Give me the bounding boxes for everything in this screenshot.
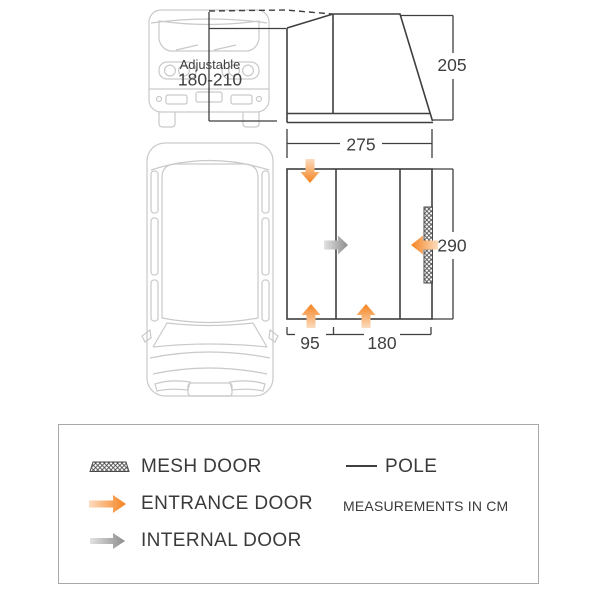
van-foglight-right — [255, 95, 263, 103]
van-top-windshield — [152, 322, 268, 348]
dimension-275-bracket — [286, 129, 433, 158]
van-top-rear-window — [150, 159, 270, 171]
van-mirror-right — [268, 328, 279, 343]
internal-door-arrow — [324, 235, 348, 255]
dim-section-180: 180 — [367, 333, 396, 353]
legend-pole-label: POLE — [385, 456, 438, 477]
van-headlight-right — [221, 61, 260, 80]
entrance-door-arrow-top — [300, 159, 320, 183]
dimension-95-180-bracket — [286, 327, 432, 336]
van-top-view — [141, 142, 279, 397]
entrance-door-arrow-icon — [89, 494, 126, 519]
dim-section-95: 95 — [300, 333, 319, 353]
van-top-headlight-right — [229, 380, 266, 392]
dimension-290-bracket — [432, 168, 454, 320]
awning-side-outline — [286, 13, 434, 122]
dimension-205-bracket — [401, 14, 454, 121]
van-side-window — [261, 279, 270, 322]
legend-internal-door-label: INTERNAL DOOR — [141, 530, 302, 551]
van-top-hood-line — [152, 367, 268, 375]
entrance-door-arrow-bottom-left — [301, 304, 321, 328]
van-side-window — [150, 170, 159, 214]
van-wheel-right — [242, 112, 260, 128]
van-top-roof — [161, 163, 259, 324]
dim-width-275: 275 — [346, 135, 375, 155]
van-top-cowl — [149, 351, 271, 359]
entrance-door-arrow-side — [411, 235, 438, 255]
van-mirror-left — [141, 328, 152, 343]
van-wipers — [175, 44, 237, 51]
entrance-door-arrow-bottom-right — [356, 304, 376, 328]
van-side-window — [261, 217, 270, 276]
dim-depth-290: 290 — [437, 236, 466, 256]
dim-height-205: 205 — [437, 55, 466, 75]
van-top-headlight-left — [154, 380, 191, 392]
van-side-window — [261, 170, 270, 214]
adjustable-height-dimension — [208, 12, 286, 122]
legend-entrance-door-label: ENTRANCE DOOR — [141, 493, 313, 514]
awning-diagram: Adjustable 180-210 205 275 — [141, 9, 467, 397]
adjustable-label: Adjustable — [180, 57, 241, 72]
internal-door-arrow-icon — [90, 532, 125, 555]
van-bumper-vent-left — [165, 94, 188, 105]
van-front-windshield — [158, 20, 260, 52]
awning-floor-plan — [286, 168, 433, 320]
legend-mesh-door-label: MESH DOOR — [141, 456, 262, 477]
awning-side-view — [286, 13, 434, 124]
van-foglight-left — [155, 95, 163, 103]
pole-line-icon — [346, 465, 377, 467]
floor-plan-outline — [286, 168, 433, 320]
van-headlight-left — [158, 61, 197, 80]
van-roof-connection-dashed-line — [208, 9, 333, 15]
van-bumper-vent-right — [230, 94, 253, 105]
legend-box: MESH DOOR ENTRANCE DOOR — [58, 424, 539, 584]
van-side-window — [150, 279, 159, 322]
mesh-door-icon — [89, 460, 130, 478]
measurements-note: MEASUREMENTS IN CM — [343, 498, 509, 514]
van-top-body — [146, 142, 274, 397]
van-wheel-left — [158, 112, 176, 128]
adjustable-range: 180-210 — [178, 70, 242, 90]
van-top-plate — [187, 382, 233, 397]
van-side-window — [150, 217, 159, 276]
